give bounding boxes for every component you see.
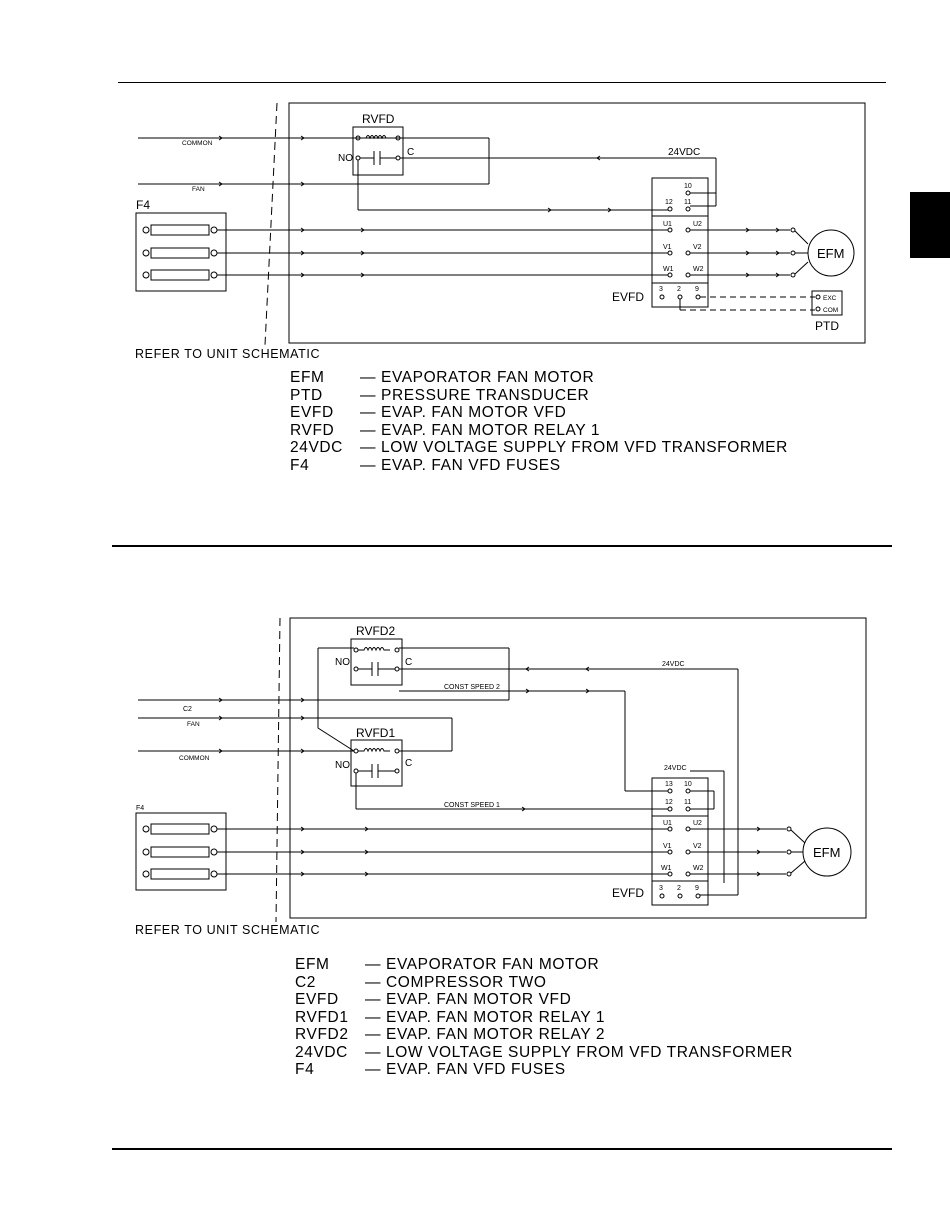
com-label: COM [823, 307, 838, 314]
legend-row: F4— EVAP. FAN VFD FUSES [295, 1061, 566, 1078]
refer-note-2: REFER TO UNIT SCHEMATIC [135, 923, 321, 937]
fuse-block-f4 [135, 212, 227, 292]
terminal2-3: 3 [659, 885, 663, 892]
f4-label: F4 [136, 198, 150, 212]
unit-boundary-2 [289, 617, 867, 919]
efm-label: EFM [817, 246, 844, 261]
24vdc-label: 24VDC [668, 147, 700, 158]
ptd-label: PTD [815, 319, 839, 333]
terminal2-u2: U2 [693, 820, 702, 827]
relay-rvfd2-label: RVFD2 [356, 624, 395, 638]
legend-row: RVFD1— EVAP. FAN MOTOR RELAY 1 [295, 1008, 606, 1026]
relay-rvfd1-label: RVFD1 [356, 726, 395, 740]
legend-row: PTD— PRESSURE TRANSDUCER [290, 386, 590, 404]
terminal2-u1: U1 [663, 820, 672, 827]
legend-2: EFM— EVAPORATOR FAN MOTOR C2— COMPRESSOR… [295, 956, 793, 1079]
terminal-3: 3 [659, 286, 663, 293]
section-tab-marker [910, 192, 950, 258]
terminal2-v1: V1 [663, 843, 672, 850]
legend-row: EVFD— EVAP. FAN MOTOR VFD [290, 404, 567, 421]
field-unit-divider [264, 102, 278, 346]
motor-efm [807, 229, 855, 277]
legend-row: F4— EVAP. FAN VFD FUSES [290, 456, 561, 474]
terminal-u1: U1 [663, 221, 672, 228]
terminal2-10: 10 [684, 781, 692, 788]
bottom-rule [112, 1148, 892, 1150]
terminal-11: 11 [684, 199, 691, 206]
unit-boundary [288, 102, 866, 344]
terminal-9: 9 [695, 286, 699, 293]
section-divider [112, 545, 892, 547]
legend-row: C2— COMPRESSOR TWO [295, 973, 547, 991]
legend-row: EFM— EVAPORATOR FAN MOTOR [290, 369, 595, 386]
c-contact-label: C [407, 147, 414, 158]
relay-rvfd-label: RVFD [362, 112, 395, 126]
fuse-icons [142, 224, 218, 281]
flow-arrows [218, 135, 305, 187]
legend-1: EFM— EVAPORATOR FAN MOTOR PTD— PRESSURE … [290, 369, 788, 474]
terminal2-13: 13 [665, 781, 673, 788]
legend-row: RVFD— EVAP. FAN MOTOR RELAY 1 [290, 421, 601, 439]
relay-rvfd2 [350, 638, 403, 686]
terminal-v1: V1 [663, 244, 672, 251]
terminal2-9: 9 [695, 885, 699, 892]
vfd-evfd-block-2 [651, 777, 709, 906]
terminal2-w1: W1 [661, 865, 672, 872]
legend-row: RVFD2— EVAP. FAN MOTOR RELAY 2 [295, 1026, 606, 1043]
vfd-terminal-dots-2 [659, 788, 701, 899]
c2-label: C2 [183, 706, 192, 713]
const-speed-1-label: CONST SPEED 1 [444, 802, 500, 809]
terminal-10: 10 [684, 183, 692, 190]
terminal-w2: W2 [693, 266, 704, 273]
top-rule [118, 82, 886, 83]
terminal-w1: W1 [663, 266, 674, 273]
flow-arrow-24vdc [596, 155, 601, 161]
terminal2-w2: W2 [693, 865, 704, 872]
terminal-12: 12 [665, 199, 673, 206]
24vdc-label-2: 24VDC [662, 661, 685, 668]
exc-label: EXC [823, 295, 837, 302]
legend-row: 24VDC— LOW VOLTAGE SUPPLY FROM VFD TRANS… [295, 1043, 793, 1061]
24vdc-vfd-label: 24VDC [664, 765, 687, 772]
pressure-transducer-ptd [811, 290, 843, 316]
legend-row: 24VDC— LOW VOLTAGE SUPPLY FROM VFD TRANS… [290, 439, 788, 456]
fan-label-2: FAN [187, 721, 200, 728]
f4-label-2: F4 [136, 805, 144, 812]
const-speed-2-label: CONST SPEED 2 [444, 684, 500, 691]
motor-efm-2 [802, 827, 852, 877]
rvfd1-c-label: C [405, 758, 412, 769]
terminal2-v2: V2 [693, 843, 702, 850]
evfd-label-2: EVFD [612, 886, 644, 900]
legend-row: EVFD— EVAP. FAN MOTOR VFD [295, 991, 572, 1008]
fan-label: FAN [192, 186, 205, 193]
terminal2-11: 11 [684, 799, 691, 806]
evfd-label: EVFD [612, 290, 644, 304]
field-unit-divider-2 [275, 617, 281, 923]
refer-note-1: REFER TO UNIT SCHEMATIC [135, 347, 321, 361]
efm-label-2: EFM [813, 845, 840, 860]
terminal-2: 2 [677, 286, 681, 293]
terminal2-12: 12 [665, 799, 673, 806]
relay-rvfd [352, 126, 404, 176]
rvfd2-no-label: NO [335, 657, 350, 668]
fuse-icons-2 [142, 823, 218, 880]
rvfd2-c-label: C [405, 657, 412, 668]
terminal-u2: U2 [693, 221, 702, 228]
terminal-v2: V2 [693, 244, 702, 251]
terminal2-2: 2 [677, 885, 681, 892]
relay-rvfd1 [350, 739, 403, 787]
fuse-block-f4-2 [135, 812, 227, 891]
common-label-2: COMMON [179, 755, 210, 762]
rvfd1-no-label: NO [335, 760, 350, 771]
common-label: COMMON [182, 140, 213, 147]
no-contact-label: NO [338, 153, 353, 164]
legend-row: EFM— EVAPORATOR FAN MOTOR [295, 956, 600, 973]
